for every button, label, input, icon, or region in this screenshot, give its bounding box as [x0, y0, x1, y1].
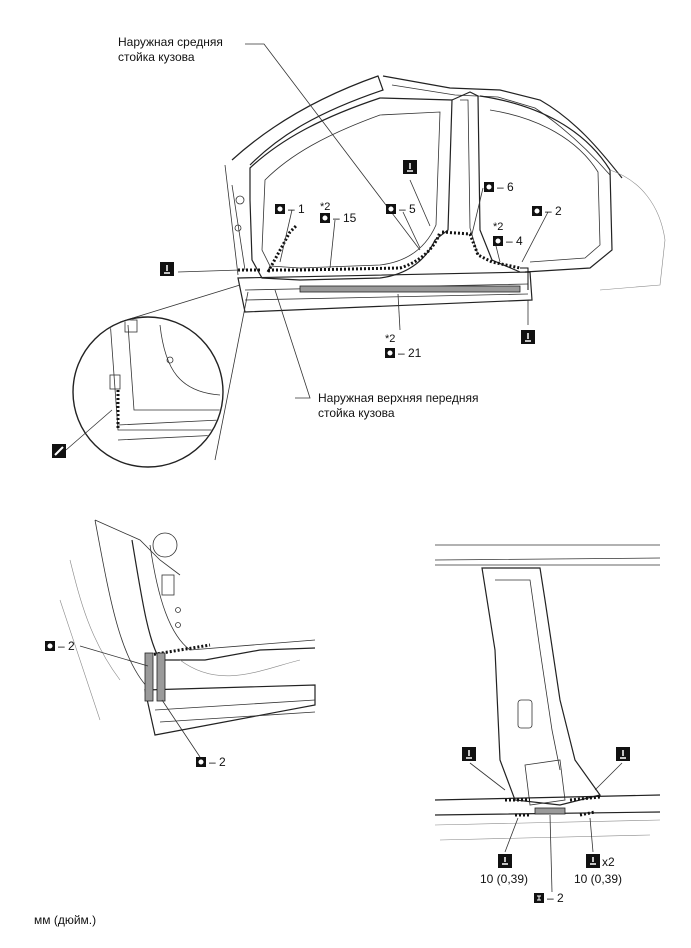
callout-21: *2 – 21 [385, 333, 422, 360]
torque-multiplier: x2 [602, 855, 615, 869]
label-front-pillar-upper-outer-1: Наружная верхняя передняя [318, 391, 478, 405]
pencil-icon [52, 444, 66, 458]
callout-21-text: – 21 [398, 346, 422, 360]
units-label: мм (дюйм.) [34, 913, 96, 927]
torque-icon [586, 817, 600, 868]
callout-left-bottom-text: – 2 [209, 755, 226, 769]
callout-1: – 1 [275, 202, 305, 216]
b-pillar-view [434, 544, 661, 841]
callout-left-top-text: – 2 [58, 639, 75, 653]
label-center-pillar-outer-1: Наружная средняя [118, 35, 223, 49]
label-center-pillar-outer-2: стойка кузова [118, 50, 195, 64]
callout-bottom-right: – 2 [534, 814, 564, 905]
torque-icon [498, 817, 519, 868]
callout-15-star: *2 [320, 201, 330, 213]
callout-left-bottom: – 2 [161, 699, 226, 769]
leader-lines-top [177, 43, 549, 399]
callout-21-star: *2 [385, 333, 395, 345]
callout-15: *2 – 15 [320, 201, 357, 225]
callout-2-top: – 2 [532, 204, 562, 218]
callout-5-text: – 5 [399, 202, 416, 216]
callout-15-text: – 15 [333, 211, 357, 225]
side-body-view [224, 75, 666, 313]
torque-right-value: 10 (0,39) [574, 872, 622, 886]
cut-saw-icon [594, 747, 630, 791]
callout-6-text: – 6 [497, 180, 514, 194]
zoom-inset [72, 284, 249, 468]
callout-5: – 5 [386, 202, 416, 216]
cut-saw-icon [462, 747, 506, 791]
callout-left-top: – 2 [45, 639, 149, 667]
cut-saw-icon [521, 330, 535, 344]
callout-2-top-text: – 2 [545, 204, 562, 218]
lower-front-pillar-view [59, 519, 316, 736]
callout-1-text: – 1 [288, 202, 305, 216]
label-front-pillar-upper-outer-2: стойка кузова [318, 406, 395, 420]
cut-saw-icon [160, 262, 174, 276]
callout-4-text: – 4 [506, 234, 523, 248]
torque-left-value: 10 (0,39) [480, 872, 528, 886]
callout-6: – 6 [484, 180, 514, 194]
callout-4-star: *2 [493, 221, 503, 233]
callout-bottom-right-text: – 2 [547, 891, 564, 905]
callout-4: *2 – 4 [493, 221, 523, 248]
cut-saw-icon [403, 160, 417, 174]
